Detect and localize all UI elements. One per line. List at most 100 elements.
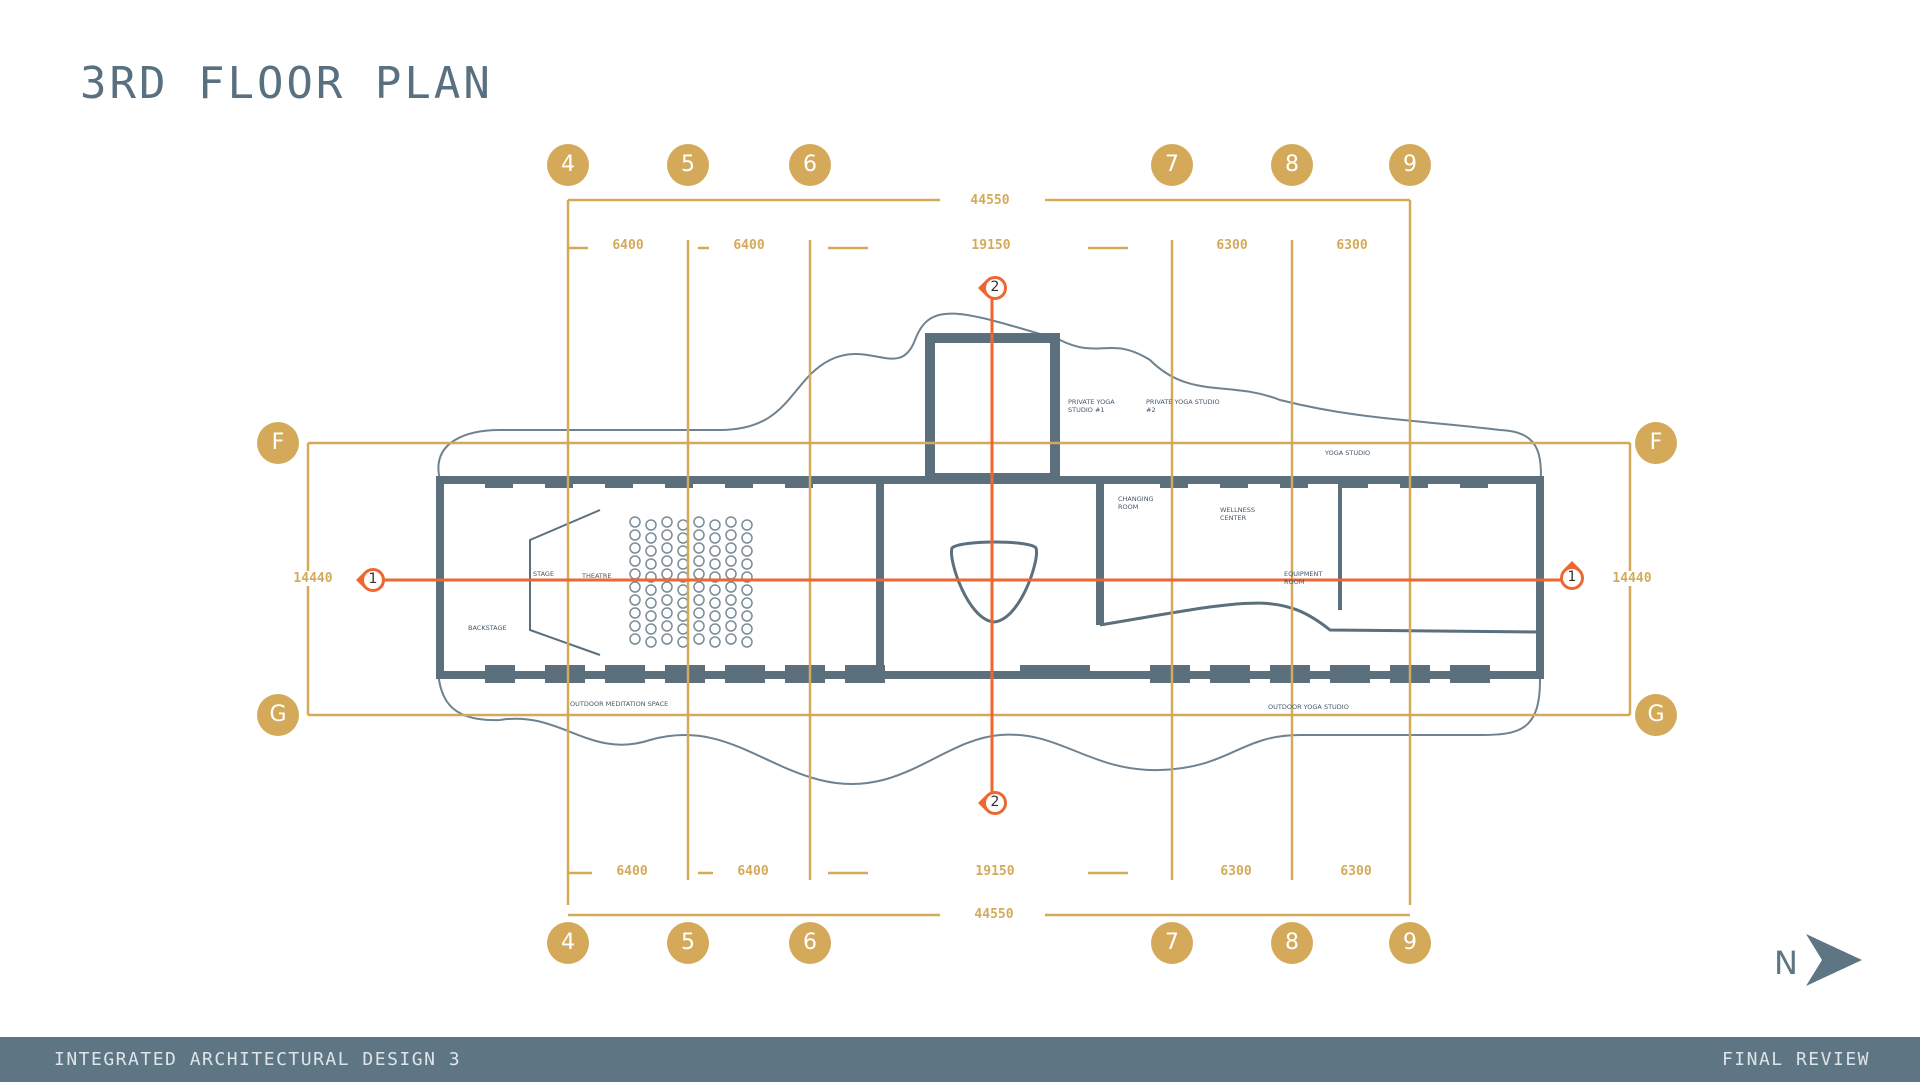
theatre-seat xyxy=(629,620,641,632)
theatre-seat xyxy=(741,610,753,622)
floor-plan-drawing xyxy=(306,198,1632,917)
section-marker-1-right: 1 xyxy=(1555,561,1589,595)
theatre-seat xyxy=(645,571,657,583)
north-arrow-icon xyxy=(1806,934,1862,986)
theatre-seat xyxy=(725,555,737,567)
dim-bay-bottom: 19150 xyxy=(955,864,1035,879)
theatre-seat xyxy=(725,542,737,554)
theatre-seat xyxy=(709,636,721,648)
theatre-seat xyxy=(661,581,673,593)
theatre-seat xyxy=(661,516,673,528)
theatre-seat xyxy=(661,607,673,619)
theatre-seat xyxy=(645,558,657,570)
theatre-seat xyxy=(709,519,721,531)
theatre-seat xyxy=(741,545,753,557)
stage-outline xyxy=(529,509,601,656)
theatre-seat xyxy=(677,558,689,570)
theatre-seat xyxy=(661,633,673,645)
theatre-seat xyxy=(693,529,705,541)
dim-depth-left: 14440 xyxy=(273,571,353,586)
theatre-seat xyxy=(693,568,705,580)
theatre-seat xyxy=(725,633,737,645)
theatre-seat xyxy=(629,542,641,554)
theatre-seat xyxy=(693,542,705,554)
room-label-yoga2: PRIVATE YOGA STUDIO #2 xyxy=(1146,398,1220,414)
theatre-seat xyxy=(741,623,753,635)
theatre-seat xyxy=(629,594,641,606)
theatre-seat xyxy=(741,558,753,570)
theatre-seat xyxy=(661,542,673,554)
theatre-seat xyxy=(741,519,753,531)
grid-bubble-col-bottom: 7 xyxy=(1151,922,1193,964)
theatre-seat xyxy=(725,620,737,632)
theatre-seat xyxy=(709,571,721,583)
grid-bubble-col-bottom: 4 xyxy=(547,922,589,964)
footer-status: FINAL REVIEW xyxy=(1721,1049,1870,1070)
dim-bay-bottom: 6300 xyxy=(1316,864,1396,879)
theatre-seat xyxy=(645,532,657,544)
theatre-seat xyxy=(645,636,657,648)
footer-bar: INTEGRATED ARCHITECTURAL DESIGN 3 FINAL … xyxy=(0,1037,1920,1082)
theatre-seat xyxy=(629,607,641,619)
grid-bubble-row-right: G xyxy=(1635,694,1677,736)
north-arrow: N xyxy=(1774,930,1864,990)
north-label: N xyxy=(1774,944,1798,982)
theatre-seat xyxy=(661,620,673,632)
section-number: 2 xyxy=(985,278,1005,298)
theatre-seat xyxy=(709,610,721,622)
theatre-seat xyxy=(645,597,657,609)
theatre-seat xyxy=(661,594,673,606)
section-number: 1 xyxy=(363,570,383,590)
theatre-seat xyxy=(677,532,689,544)
theatre-seat xyxy=(741,571,753,583)
theatre-seat xyxy=(725,594,737,606)
theatre-seat xyxy=(645,623,657,635)
dim-bay-top: 6400 xyxy=(588,238,668,253)
theatre-seat xyxy=(725,607,737,619)
theatre-seat xyxy=(677,519,689,531)
section-number: 2 xyxy=(985,793,1005,813)
theatre-seat xyxy=(677,636,689,648)
room-label-wellness: WELLNESS CENTER xyxy=(1220,506,1255,522)
theatre-seat xyxy=(645,610,657,622)
theatre-seat xyxy=(709,597,721,609)
theatre-seat xyxy=(629,529,641,541)
theatre-seat xyxy=(709,532,721,544)
grid-bubble-col-top: 7 xyxy=(1151,144,1193,186)
dim-bay-bottom: 6400 xyxy=(592,864,672,879)
theatre-seating xyxy=(629,516,753,648)
theatre-seat xyxy=(629,555,641,567)
dim-bay-top: 6400 xyxy=(709,238,789,253)
dim-bay-bottom: 6300 xyxy=(1196,864,1276,879)
theatre-seat xyxy=(693,633,705,645)
dim-bay-top: 6300 xyxy=(1192,238,1272,253)
theatre-seat xyxy=(661,568,673,580)
dim-overall-top: 44550 xyxy=(950,193,1030,208)
theatre-seat xyxy=(629,633,641,645)
room-label-outdoor-yoga: OUTDOOR YOGA STUDIO xyxy=(1268,703,1349,711)
theatre-seat xyxy=(677,584,689,596)
grid-bubble-row-right: F xyxy=(1635,422,1677,464)
theatre-seat xyxy=(661,555,673,567)
section-lines xyxy=(372,290,1572,810)
central-atrium xyxy=(949,540,1039,624)
grid-bubble-col-bottom: 5 xyxy=(667,922,709,964)
theatre-seat xyxy=(629,516,641,528)
grid-bubble-col-top: 6 xyxy=(789,144,831,186)
section-marker-1-left: 1 xyxy=(356,563,390,597)
theatre-seat xyxy=(725,516,737,528)
section-marker-2-top: 2 xyxy=(978,271,1012,305)
grid-bubble-col-top: 8 xyxy=(1271,144,1313,186)
grid-bubble-row-left: F xyxy=(257,422,299,464)
building-outline xyxy=(436,312,1542,786)
theatre-seat xyxy=(677,610,689,622)
room-label-equipment: EQUIPMENT ROOM xyxy=(1284,570,1323,586)
grid-bubble-col-top: 9 xyxy=(1389,144,1431,186)
section-number: 1 xyxy=(1562,568,1582,588)
theatre-seat xyxy=(677,623,689,635)
room-label-backstage: BACKSTAGE xyxy=(468,624,507,632)
theatre-seat xyxy=(741,597,753,609)
page-title: 3RD FLOOR PLAN xyxy=(80,58,493,109)
theatre-seat xyxy=(693,555,705,567)
theatre-seat xyxy=(661,529,673,541)
